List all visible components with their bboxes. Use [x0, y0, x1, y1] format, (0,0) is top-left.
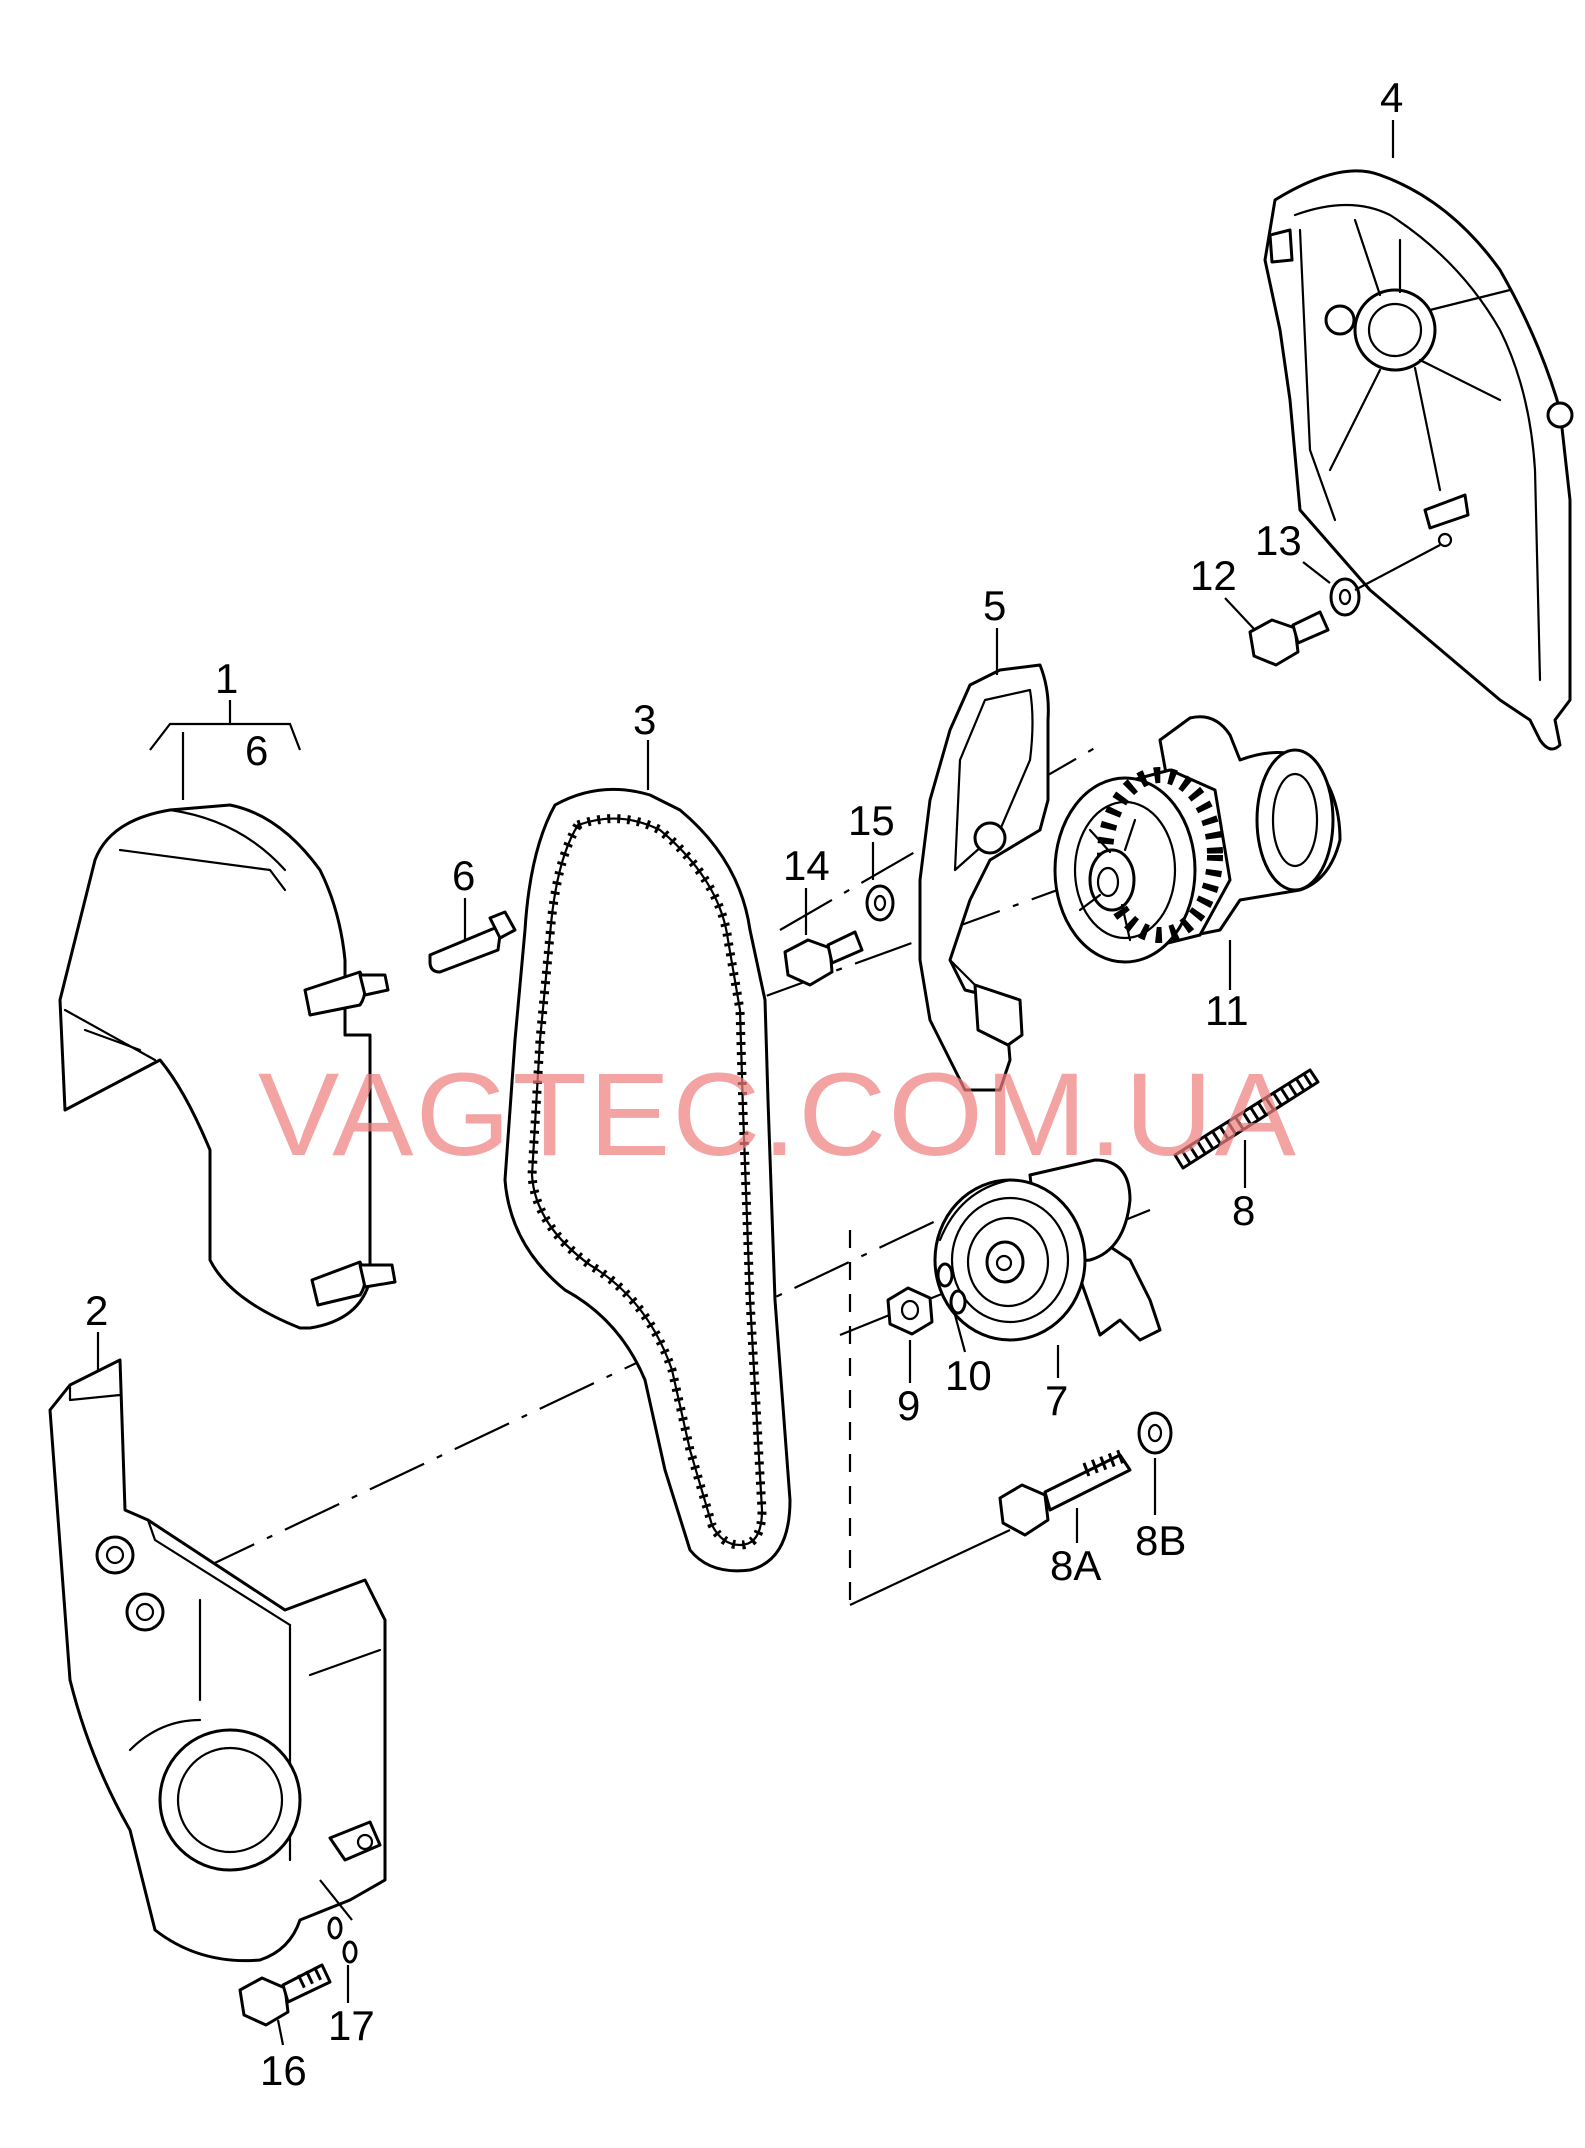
callout-7: 7	[1045, 1377, 1068, 1424]
hex-nut[interactable]	[886, 1286, 934, 1336]
bolt-14[interactable]	[783, 930, 864, 987]
timing-belt[interactable]	[503, 787, 792, 1573]
retaining-clip[interactable]	[428, 910, 517, 974]
callout-6-clip: 6	[452, 852, 475, 899]
lower-belt-cover[interactable]	[48, 1358, 387, 1963]
callout-10: 10	[945, 1352, 992, 1399]
bolt-12[interactable]	[1248, 610, 1330, 667]
callout-8b: 8B	[1135, 1517, 1186, 1564]
callout-4: 4	[1380, 74, 1403, 121]
tensioner-bracket[interactable]	[918, 663, 1050, 1092]
callout-6: 6	[245, 727, 268, 774]
callout-12: 12	[1190, 552, 1237, 599]
lock-washer[interactable]	[936, 1262, 967, 1315]
callout-17: 17	[328, 2002, 375, 2049]
washer-17[interactable]	[327, 1916, 358, 1964]
bolt-16[interactable]	[238, 1963, 332, 2027]
washer-15[interactable]	[865, 884, 895, 922]
callout-11: 11	[1205, 987, 1249, 1034]
washer-8b[interactable]	[1137, 1411, 1173, 1455]
threaded-stud[interactable]	[1173, 1068, 1320, 1170]
upper-belt-cover[interactable]	[58, 803, 397, 1330]
watermark: VAGTEC.COM.UA	[258, 1049, 1298, 1181]
rear-belt-cover[interactable]	[1263, 169, 1574, 751]
callout-14: 14	[783, 842, 830, 889]
leader-lines	[96, 120, 1441, 2046]
callout-8: 8	[1232, 1187, 1255, 1234]
bolt-8a[interactable]	[998, 1448, 1132, 1537]
callout-3: 3	[633, 696, 656, 743]
water-pump[interactable]	[1053, 715, 1342, 964]
washer-13[interactable]	[1329, 577, 1361, 617]
callout-8a: 8A	[1050, 1542, 1101, 1589]
callout-9: 9	[897, 1382, 920, 1429]
callouts: 1 6 6 2 3 4 5 11 8 7 10 9 8B 8A 12 13 14…	[85, 74, 1403, 2094]
callout-2: 2	[85, 1287, 108, 1334]
tensioner-roller[interactable]	[933, 1158, 1162, 1342]
callout-5: 5	[983, 582, 1006, 629]
callout-13: 13	[1255, 517, 1302, 564]
callout-15: 15	[848, 797, 895, 844]
callout-1: 1	[215, 655, 238, 702]
callout-16: 16	[260, 2047, 307, 2094]
